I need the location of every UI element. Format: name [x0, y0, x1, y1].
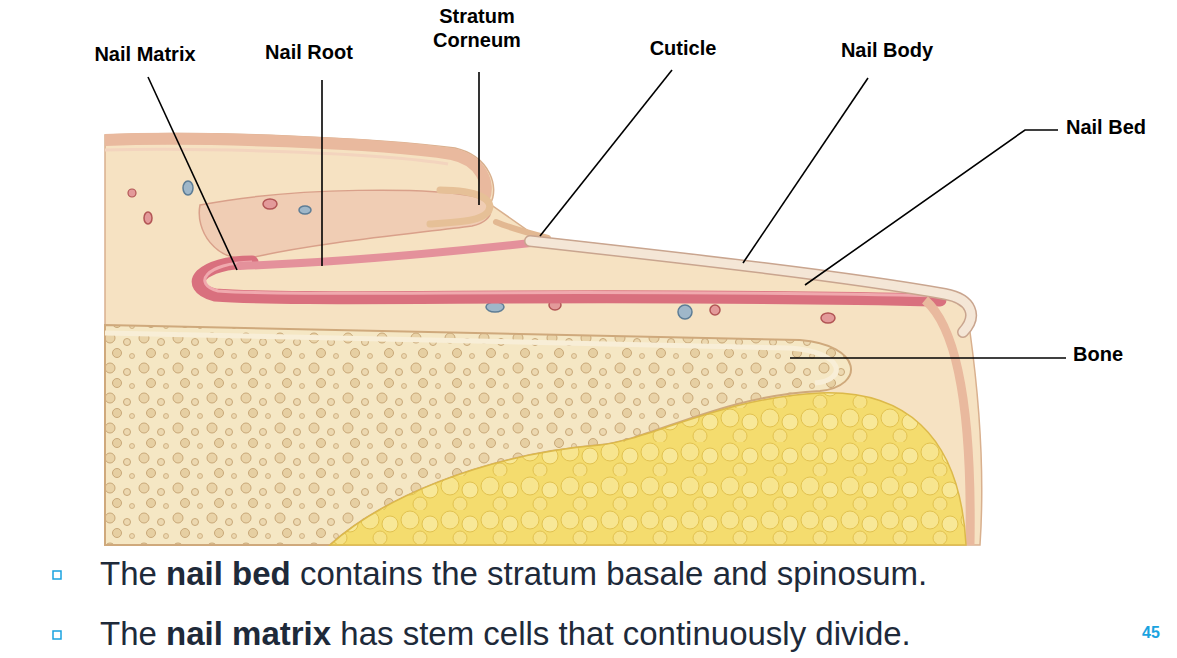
bullet-text: The nail matrix has stem cells that cont…	[100, 615, 911, 653]
part-label: Nail Root	[265, 40, 353, 64]
part-label: Stratum Corneum	[417, 4, 537, 52]
part-label: Nail Matrix	[94, 42, 195, 66]
page-number: 45	[1142, 624, 1160, 642]
part-label: Nail Body	[841, 38, 933, 62]
part-label: Nail Bed	[1066, 115, 1146, 139]
part-label: Cuticle	[650, 36, 717, 60]
part-label: Bone	[1073, 342, 1123, 366]
bullet-text: The nail bed contains the stratum basale…	[100, 555, 927, 593]
